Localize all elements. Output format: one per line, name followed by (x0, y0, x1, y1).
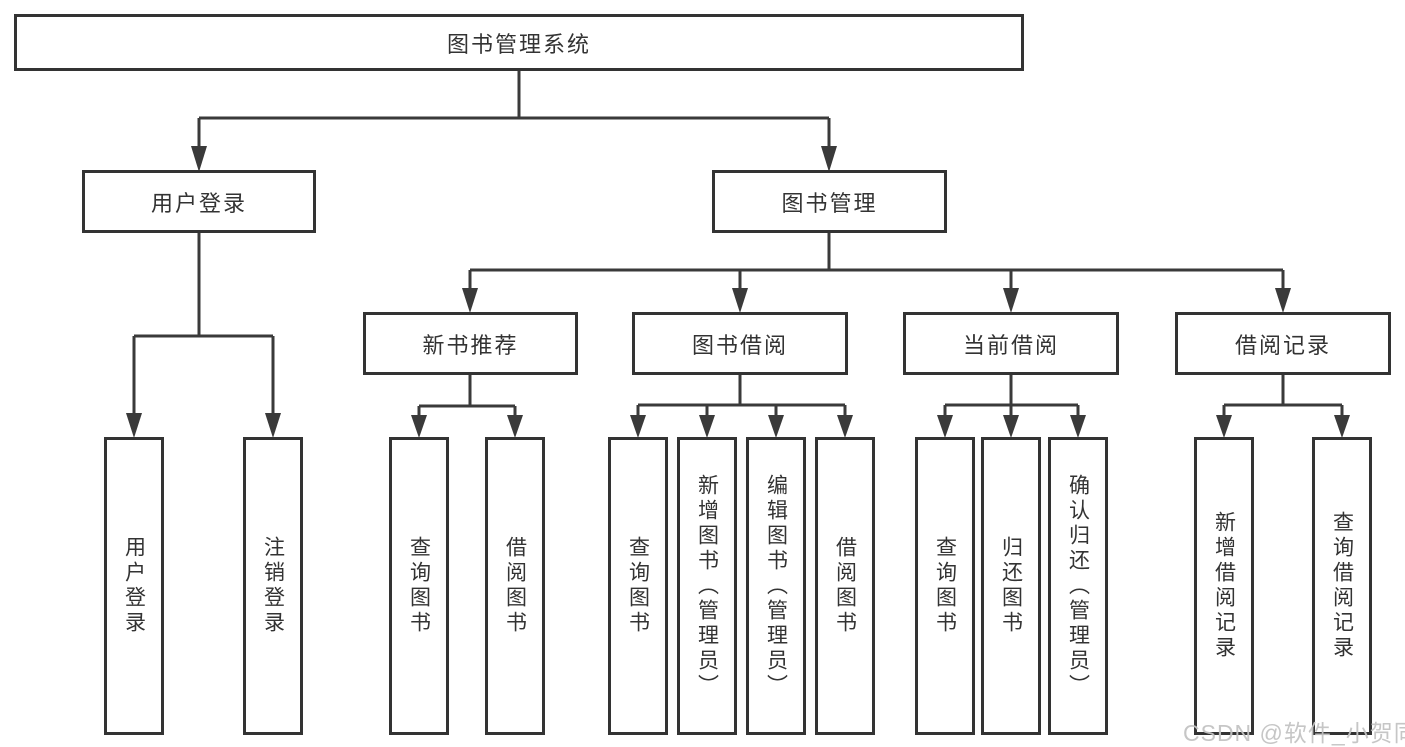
leaf-borrow-books: 借阅图书 (815, 437, 875, 735)
node-label: 新增借阅记录 (1212, 511, 1236, 661)
node-label: 确认归还（管理员） (1066, 473, 1090, 699)
leaf-query-books-recommend: 查询图书 (389, 437, 449, 735)
leaf-logout: 注销登录 (243, 437, 303, 735)
leaf-query-books-current: 查询图书 (915, 437, 975, 735)
node-current-borrow: 当前借阅 (903, 312, 1119, 375)
node-borrow-records: 借阅记录 (1175, 312, 1391, 375)
node-new-book-recommend: 新书推荐 (363, 312, 578, 375)
node-label: 用户登录 (150, 190, 247, 216)
connector-current-borrow-to-leaves (943, 375, 1080, 416)
node-label: 图书管理系统 (446, 31, 591, 57)
node-label: 编辑图书（管理员） (764, 473, 788, 699)
connector-new-book-recommend-to-leaves (417, 375, 517, 416)
node-label: 注销登录 (261, 536, 285, 636)
leaf-query-borrow-record: 查询借阅记录 (1312, 437, 1372, 735)
node-label: 新增图书（管理员） (695, 473, 719, 699)
leaf-add-books-admin: 新增图书（管理员） (677, 437, 737, 735)
connector-book-management-to-level3 (468, 233, 1285, 289)
connector-user-login-to-leaves (132, 233, 275, 414)
connector-book-borrow-to-leaves (636, 375, 847, 416)
node-label: 借阅图书 (833, 536, 857, 636)
node-book-management: 图书管理 (712, 170, 947, 233)
node-label: 当前借阅 (962, 332, 1059, 358)
leaf-return-books: 归还图书 (981, 437, 1041, 735)
node-label: 图书管理 (781, 190, 878, 216)
node-book-borrow: 图书借阅 (632, 312, 848, 375)
node-label: 查询图书 (626, 536, 650, 636)
node-label: 查询图书 (407, 536, 431, 636)
node-label: 借阅记录 (1234, 332, 1331, 358)
node-label: 图书借阅 (691, 332, 788, 358)
node-label: 查询图书 (933, 536, 957, 636)
leaf-query-books-borrow: 查询图书 (608, 437, 668, 735)
node-label: 新书推荐 (422, 332, 519, 358)
leaf-edit-books-admin: 编辑图书（管理员） (746, 437, 806, 735)
node-label: 查询借阅记录 (1330, 511, 1354, 661)
node-library-management-system: 图书管理系统 (14, 14, 1024, 71)
leaf-borrow-books-recommend: 借阅图书 (485, 437, 545, 735)
connector-borrow-records-to-leaves (1222, 375, 1344, 416)
leaf-add-borrow-record: 新增借阅记录 (1194, 437, 1254, 735)
node-label: 借阅图书 (503, 536, 527, 636)
csdn-watermark: CSDN @软件_小贺同学 (1183, 720, 1405, 746)
node-label: 用户登录 (122, 536, 146, 636)
connector-root-to-level2 (197, 70, 831, 147)
leaf-user-login: 用户登录 (104, 437, 164, 735)
node-user-login: 用户登录 (82, 170, 316, 233)
leaf-confirm-return-admin: 确认归还（管理员） (1048, 437, 1108, 735)
node-label: 归还图书 (999, 536, 1023, 636)
